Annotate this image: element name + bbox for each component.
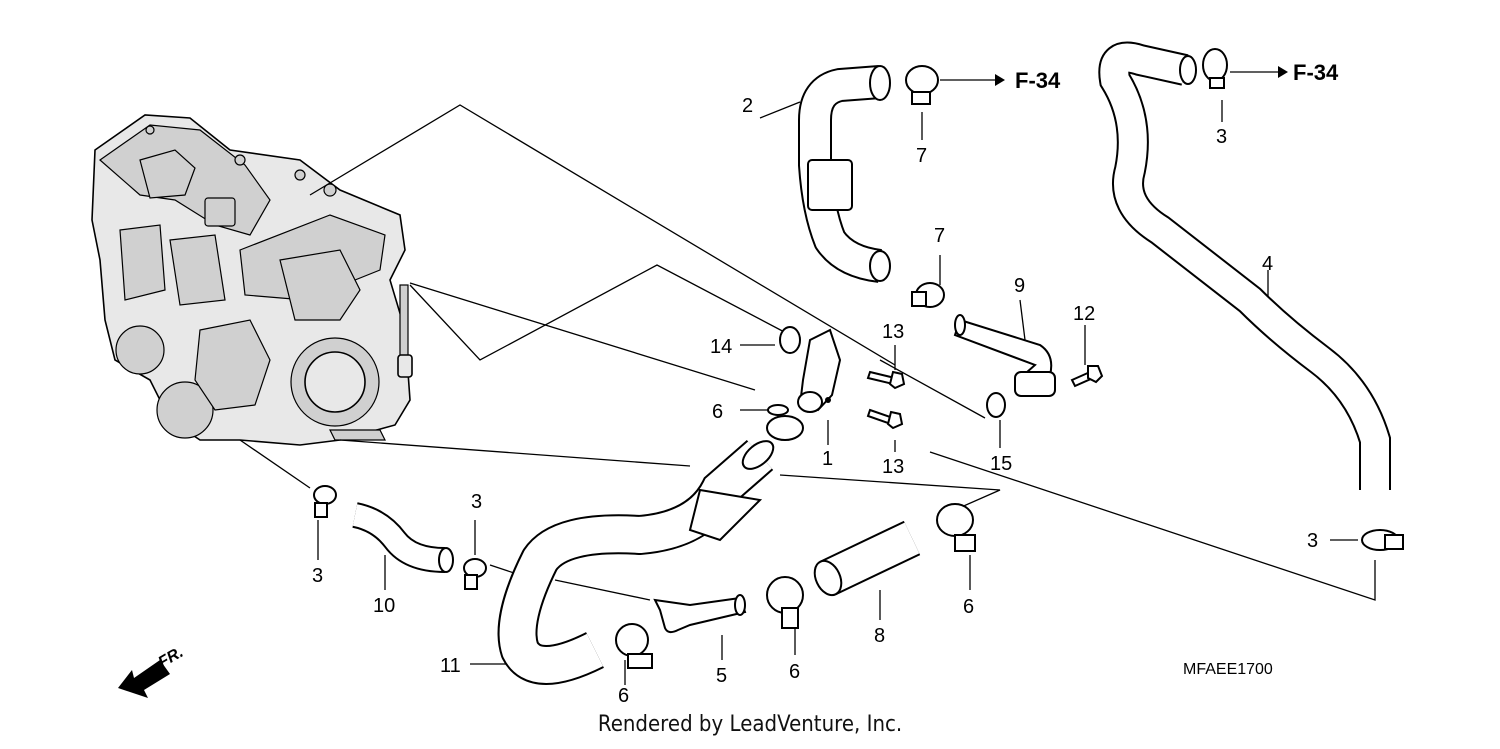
hose-part-2 — [798, 65, 891, 283]
callout-15: 15 — [990, 453, 1012, 475]
hose-part-4 — [1098, 41, 1391, 490]
diagram-code: MFAEE1700 — [1183, 661, 1273, 678]
seal-part-15 — [986, 392, 1006, 418]
pipe-part-5 — [653, 594, 747, 634]
callout-labels: 1 2 3 3 3 3 4 5 6 6 6 6 7 7 8 9 10 11 12… — [312, 95, 1318, 707]
ref-f34-right: F-34 — [1293, 60, 1339, 85]
callout-6-c: 6 — [789, 661, 800, 683]
callout-7-top: 7 — [916, 145, 927, 167]
callout-3-mid: 3 — [471, 491, 482, 513]
hose-part-8 — [813, 520, 921, 597]
bolts — [866, 365, 1104, 430]
reference-arrows — [995, 66, 1288, 86]
hose-clamps — [313, 48, 1404, 669]
hose-part-10 — [351, 502, 454, 573]
callout-7-mid: 7 — [934, 225, 945, 247]
callout-3-left: 3 — [312, 565, 323, 587]
hose-part-11 — [497, 439, 775, 685]
callout-8: 8 — [874, 625, 885, 647]
ref-f34-left: F-34 — [1015, 68, 1061, 93]
callout-13-bottom: 13 — [882, 456, 904, 478]
callout-10: 10 — [373, 595, 395, 617]
callout-14: 14 — [710, 336, 732, 358]
footer-credit: Rendered by LeadVenture, Inc. — [597, 712, 903, 737]
callout-6-b: 6 — [618, 685, 629, 707]
callout-4: 4 — [1262, 253, 1273, 275]
callout-12: 12 — [1073, 303, 1095, 325]
callout-3-top: 3 — [1216, 126, 1227, 148]
callout-3-right: 3 — [1307, 530, 1318, 552]
o-ring-part-14 — [779, 326, 801, 354]
pipe-part-9 — [953, 314, 1056, 397]
engine-block — [91, 114, 413, 446]
callout-6-a: 6 — [712, 401, 723, 423]
callout-5: 5 — [716, 665, 727, 687]
front-arrow-icon: FR. — [118, 644, 186, 698]
callout-9: 9 — [1014, 275, 1025, 297]
callout-6-d: 6 — [963, 596, 974, 618]
callout-2: 2 — [742, 95, 753, 117]
callout-1: 1 — [822, 448, 833, 470]
water-outlet-part-1 — [797, 328, 842, 413]
callout-11: 11 — [440, 655, 461, 677]
callout-13-top: 13 — [882, 321, 904, 343]
